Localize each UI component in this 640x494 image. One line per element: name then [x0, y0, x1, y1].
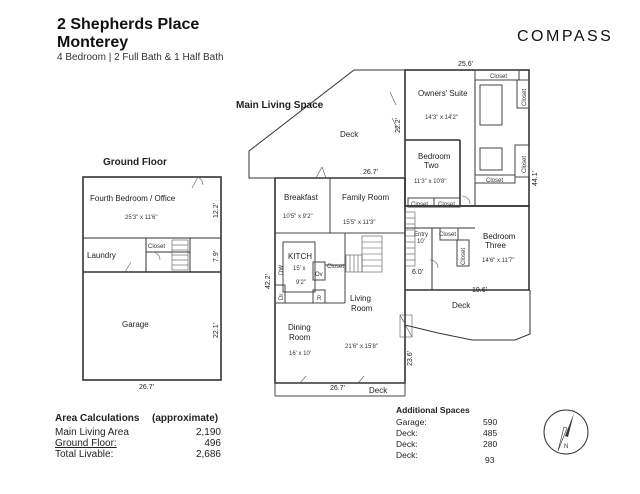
- garage-label: Garage: [122, 320, 149, 329]
- dr-label: Dr: [279, 294, 285, 300]
- additional-spaces: Additional Spaces Garage: 590 Deck: 485 …: [396, 405, 506, 465]
- additional-row-label: Deck:: [396, 450, 418, 460]
- additional-row-value: 590: [483, 417, 498, 427]
- additional-row: Garage: 590: [396, 417, 506, 428]
- bedroom-two-line1: Bedroom: [418, 152, 451, 161]
- additional-row-value: 280: [483, 439, 498, 449]
- ground-floor-outline: [82, 176, 222, 381]
- area-heading: Area Calculations: [55, 413, 140, 424]
- family-room-size: 15'5" x 11'3": [343, 220, 375, 226]
- area-heading-note: (approximate): [152, 413, 219, 424]
- bedroom-three-line1: Bedroom: [483, 232, 516, 241]
- kitchen-size-a: 15' x: [293, 266, 306, 272]
- area-row-value: 2,190: [195, 427, 221, 438]
- kitchen-size-b: 9'2": [296, 280, 306, 286]
- area-row-value: 496: [204, 438, 221, 449]
- additional-row-value: 485: [483, 428, 498, 438]
- additional-row: Deck: 93: [396, 450, 506, 465]
- family-room-label: Family Room: [342, 193, 389, 202]
- area-row-label: Main Living Area: [55, 427, 129, 438]
- bedroom-two-closet-b: Closet: [438, 202, 455, 208]
- fourth-bedroom-label: Fourth Bedroom / Office: [90, 194, 176, 203]
- additional-heading: Additional Spaces: [396, 405, 470, 415]
- property-summary: 4 Bedroom | 2 Full Bath & 1 Half Bath: [57, 52, 224, 63]
- living-line2: Room: [351, 304, 373, 313]
- fridge-label: R: [317, 296, 322, 302]
- area-calculations: Area Calculations (approximate) Main Liv…: [55, 413, 235, 460]
- address-line2: Monterey: [57, 34, 129, 51]
- dim-living-right: 23.6': [407, 351, 414, 366]
- bath-closet-side: Closet: [522, 156, 528, 173]
- bedroom-three-closet-side: Closet: [461, 248, 467, 265]
- additional-row: Deck: 485: [396, 428, 506, 439]
- entry-size: 10': [417, 239, 425, 245]
- additional-row-label: Garage:: [396, 417, 427, 427]
- bedroom-two-size: 11'3" x 10'8": [414, 179, 446, 185]
- dim-family-top: 26.7': [363, 169, 378, 176]
- compass-rose: [543, 409, 589, 455]
- owners-closet-top: Closet: [490, 74, 507, 80]
- area-row: Main Living Area 2,190: [55, 427, 235, 438]
- additional-row-value: 93: [485, 455, 495, 465]
- compass-north-label: N: [564, 444, 568, 450]
- ground-dim-right-garage: 22.1': [213, 323, 220, 338]
- bedroom-two-line2: Two: [424, 161, 439, 170]
- dim-top: 25.6': [458, 61, 473, 68]
- ground-dim-right-mid: 7.9': [213, 251, 220, 262]
- main-floor-heading: Main Living Space: [236, 100, 324, 111]
- area-row: Ground Floor: 496: [55, 438, 235, 449]
- deck-bottom-label: Deck: [369, 386, 388, 395]
- dining-line2: Room: [289, 333, 311, 342]
- ground-closet-label: Closet: [148, 244, 165, 250]
- dim-entry: 6.0': [412, 269, 423, 276]
- additional-row-label: Deck:: [396, 428, 418, 438]
- additional-row: Deck: 280: [396, 439, 506, 450]
- area-row-label: Total Livable:: [55, 449, 114, 460]
- bedroom-three-size: 14'6" x 11'7": [482, 258, 514, 264]
- dining-line1: Dining: [288, 323, 311, 332]
- dw-label: DW: [279, 265, 285, 275]
- bedroom-three-closet: Closet: [439, 232, 456, 238]
- dining-size: 16' x 10': [289, 351, 311, 357]
- ground-dim-right-top: 12.2': [213, 203, 220, 218]
- laundry-label: Laundry: [87, 251, 116, 260]
- dim-left: 42.2': [265, 274, 272, 289]
- breakfast-size: 10'5" x 9'2": [283, 214, 313, 220]
- deck-right-label: Deck: [452, 301, 471, 310]
- bath-closet-label: Closet: [486, 178, 503, 184]
- owners-closet-side: Closet: [522, 89, 528, 106]
- area-row-value: 2,686: [195, 449, 221, 460]
- area-row: Total Livable: 2,686: [55, 449, 235, 460]
- dim-owners-right: 44.1': [532, 171, 539, 186]
- fourth-bedroom-size: 25'3" x 11'6": [125, 215, 157, 221]
- oven-label: Ov: [315, 272, 323, 278]
- entry-label: Entry: [414, 232, 428, 238]
- ground-floor-heading: Ground Floor: [103, 157, 167, 168]
- address-line1: 2 Shepherds Place: [57, 16, 200, 33]
- dim-bedroom3-bottom: 19.6': [472, 287, 487, 294]
- bedroom-three-line2: Three: [485, 241, 506, 250]
- additional-row-label: Deck:: [396, 439, 418, 449]
- bedroom-two-closet-a: Closet: [411, 202, 428, 208]
- deck-top-label: Deck: [340, 130, 359, 139]
- living-size: 21'6" x 15'8": [345, 344, 378, 350]
- kitchen-closet-label: Closet: [327, 264, 344, 270]
- owners-suite-size: 14'3" x 14'2": [425, 115, 458, 121]
- breakfast-label: Breakfast: [284, 193, 319, 202]
- area-row-label: Ground Floor:: [55, 438, 117, 449]
- compass-logo: COMPASS: [517, 28, 614, 45]
- dim-bottom: 26.7': [330, 385, 345, 392]
- owners-suite-label: Owners' Suite: [418, 89, 468, 98]
- dim-owners-left: 22.2': [395, 118, 402, 133]
- ground-dim-width: 26.7': [139, 384, 154, 391]
- kitchen-label: KITCH: [288, 252, 312, 261]
- living-line1: Living: [350, 294, 371, 303]
